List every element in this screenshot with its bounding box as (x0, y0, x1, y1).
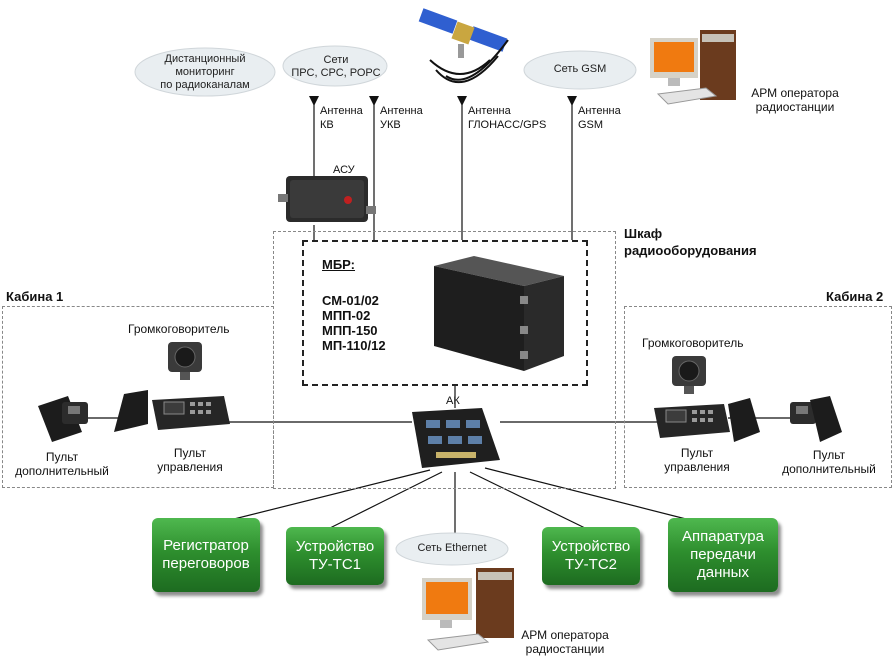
cabin2-control-console-label: Пульт управления (664, 446, 730, 474)
workstation-top-icon (650, 30, 736, 105)
link-tu-tc2 (469, 471, 586, 529)
control-console-2-icon (654, 398, 760, 442)
cabin1-aux-console-label: Пульт дополнительный (15, 450, 109, 478)
cloud-ethernet-shape (395, 532, 509, 566)
cabin2-aux-console-label: Пульт дополнительный (782, 448, 876, 476)
workstation-bottom-icon (422, 568, 514, 651)
loudspeaker-1-icon (168, 342, 202, 380)
tu-tc1-box: Устройство ТУ-ТС1 (286, 527, 384, 585)
data-tx-box: Аппаратура передачи данных (668, 518, 778, 592)
cloud-networks-shape (282, 45, 388, 87)
cabin1-control-console-label: Пульт управления (157, 446, 223, 474)
loudspeaker-2-icon (672, 356, 706, 394)
antenna-ukv-label: Антенна УКВ (380, 105, 423, 131)
cabin2-title: Кабина 2 (826, 289, 884, 304)
cloud-remote-monitoring-shape (134, 47, 276, 97)
aux-console-1-icon (38, 396, 88, 442)
mbr-title: МБР: (322, 257, 356, 272)
link-data-tx (484, 467, 691, 521)
cabin2-loudspeaker-label: Громкоговоритель (642, 336, 744, 350)
cabin2-frame (624, 306, 892, 488)
cloud-gsm: Сеть GSM (553, 63, 607, 75)
ak-device-icon (412, 408, 500, 468)
signal-arcs-icon (429, 39, 509, 84)
mbr-models: СМ-01/02 МПП-02 МПП-150 МП-110/12 (322, 293, 386, 353)
control-console-1-icon (114, 390, 230, 432)
antenna-glonass-icon (457, 96, 467, 106)
cabin1-title: Кабина 1 (6, 289, 64, 304)
cloud-networks: Сети ПРС, СРС, РОРС (291, 54, 381, 79)
antenna-kv-icon (309, 96, 319, 106)
satellite-icon (418, 8, 508, 58)
antenna-gsm-label: Антенна GSM (578, 105, 621, 131)
recorder-box: Регистратор переговоров (152, 518, 260, 592)
aux-console-2-icon (790, 396, 842, 442)
ak-label: АК (446, 395, 460, 407)
workstation-bottom-label: АРМ оператора радиостанции (521, 628, 609, 656)
antenna-glonass-label: Антенна ГЛОНАСС/GPS (468, 105, 547, 131)
link-tu-tc1 (329, 471, 443, 529)
cabinet-label: Шкаф радиооборудования (624, 226, 757, 258)
antenna-ukv-icon (369, 96, 379, 106)
tu-tc2-box: Устройство ТУ-ТС2 (542, 527, 640, 585)
antenna-kv-label: Антенна КВ (320, 105, 363, 131)
cabin1-loudspeaker-label: Громкоговоритель (128, 322, 230, 336)
cloud-ethernet: Сеть Ethernet (417, 542, 487, 554)
link-recorder (229, 469, 431, 521)
mbr-frame (302, 240, 588, 386)
cloud-remote-monitoring: Дистанционный мониторинг по радиоканалам (160, 53, 250, 91)
asu-device-icon (278, 176, 376, 222)
antenna-gsm-icon (567, 96, 577, 106)
workstation-top-label: АРМ оператора радиостанции (751, 86, 839, 114)
cloud-gsm-shape (523, 50, 637, 90)
mbr-device-icon (434, 256, 564, 371)
cabin1-frame (2, 306, 274, 488)
asu-label: АСУ (333, 164, 355, 176)
